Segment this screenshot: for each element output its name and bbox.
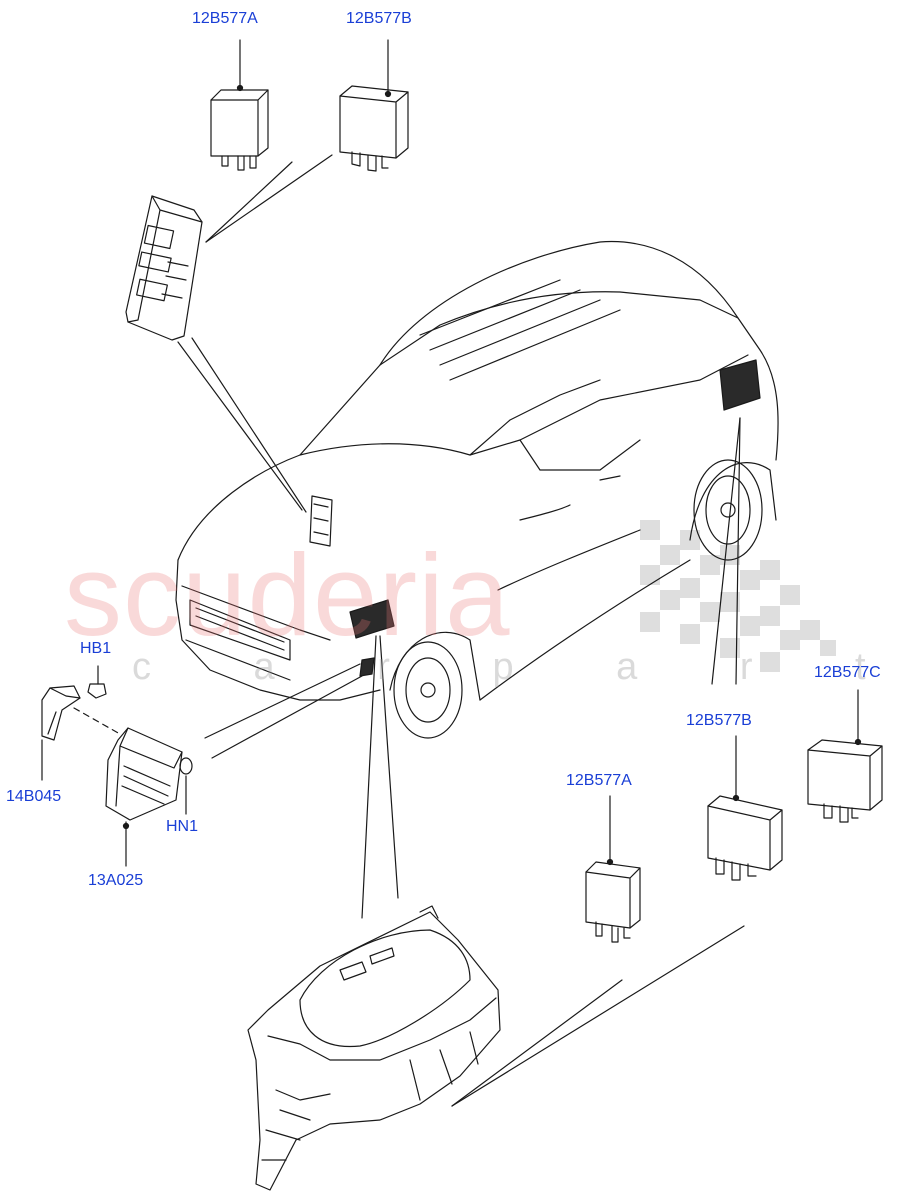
control-module-drawing	[125, 195, 203, 341]
relay-12b577a-right-drawing	[585, 795, 641, 943]
relay-12b577a-top-drawing	[210, 39, 269, 171]
callout-12b577c[interactable]: 12B577C	[814, 664, 881, 681]
callout-hn1[interactable]: HN1	[166, 818, 199, 835]
relay-12b577c-drawing	[807, 689, 883, 823]
module-13a025-drawing	[105, 727, 183, 867]
engine-bay-fusebox-drawing	[349, 599, 395, 677]
checkered-flag-watermark	[640, 520, 836, 672]
callout-12b577b-right[interactable]: 12B577B	[686, 712, 752, 729]
callout-12b577a-right[interactable]: 12B577A	[566, 772, 632, 789]
watermark-brand: scuderia	[64, 530, 511, 660]
relay-12b577b-top-drawing	[339, 39, 409, 172]
watermark-tagline: c a r p a r t s	[132, 646, 908, 688]
fusebox-drawing	[247, 905, 501, 1191]
callout-12b577b-top[interactable]: 12B577B	[346, 10, 412, 27]
rear-module-drawing	[719, 359, 761, 411]
windshield-module-drawing	[309, 495, 333, 547]
relay-12b577b-right-drawing	[707, 735, 783, 881]
callout-13a025[interactable]: 13A025	[88, 872, 144, 889]
callout-14b045[interactable]: 14B045	[6, 788, 62, 805]
callout-hb1[interactable]: HB1	[80, 640, 112, 657]
callout-12b577a-top[interactable]: 12B577A	[192, 10, 258, 27]
bracket-14b045-drawing	[41, 665, 121, 781]
vehicle-drawing	[175, 240, 779, 739]
nut-hn1-drawing	[179, 757, 193, 815]
